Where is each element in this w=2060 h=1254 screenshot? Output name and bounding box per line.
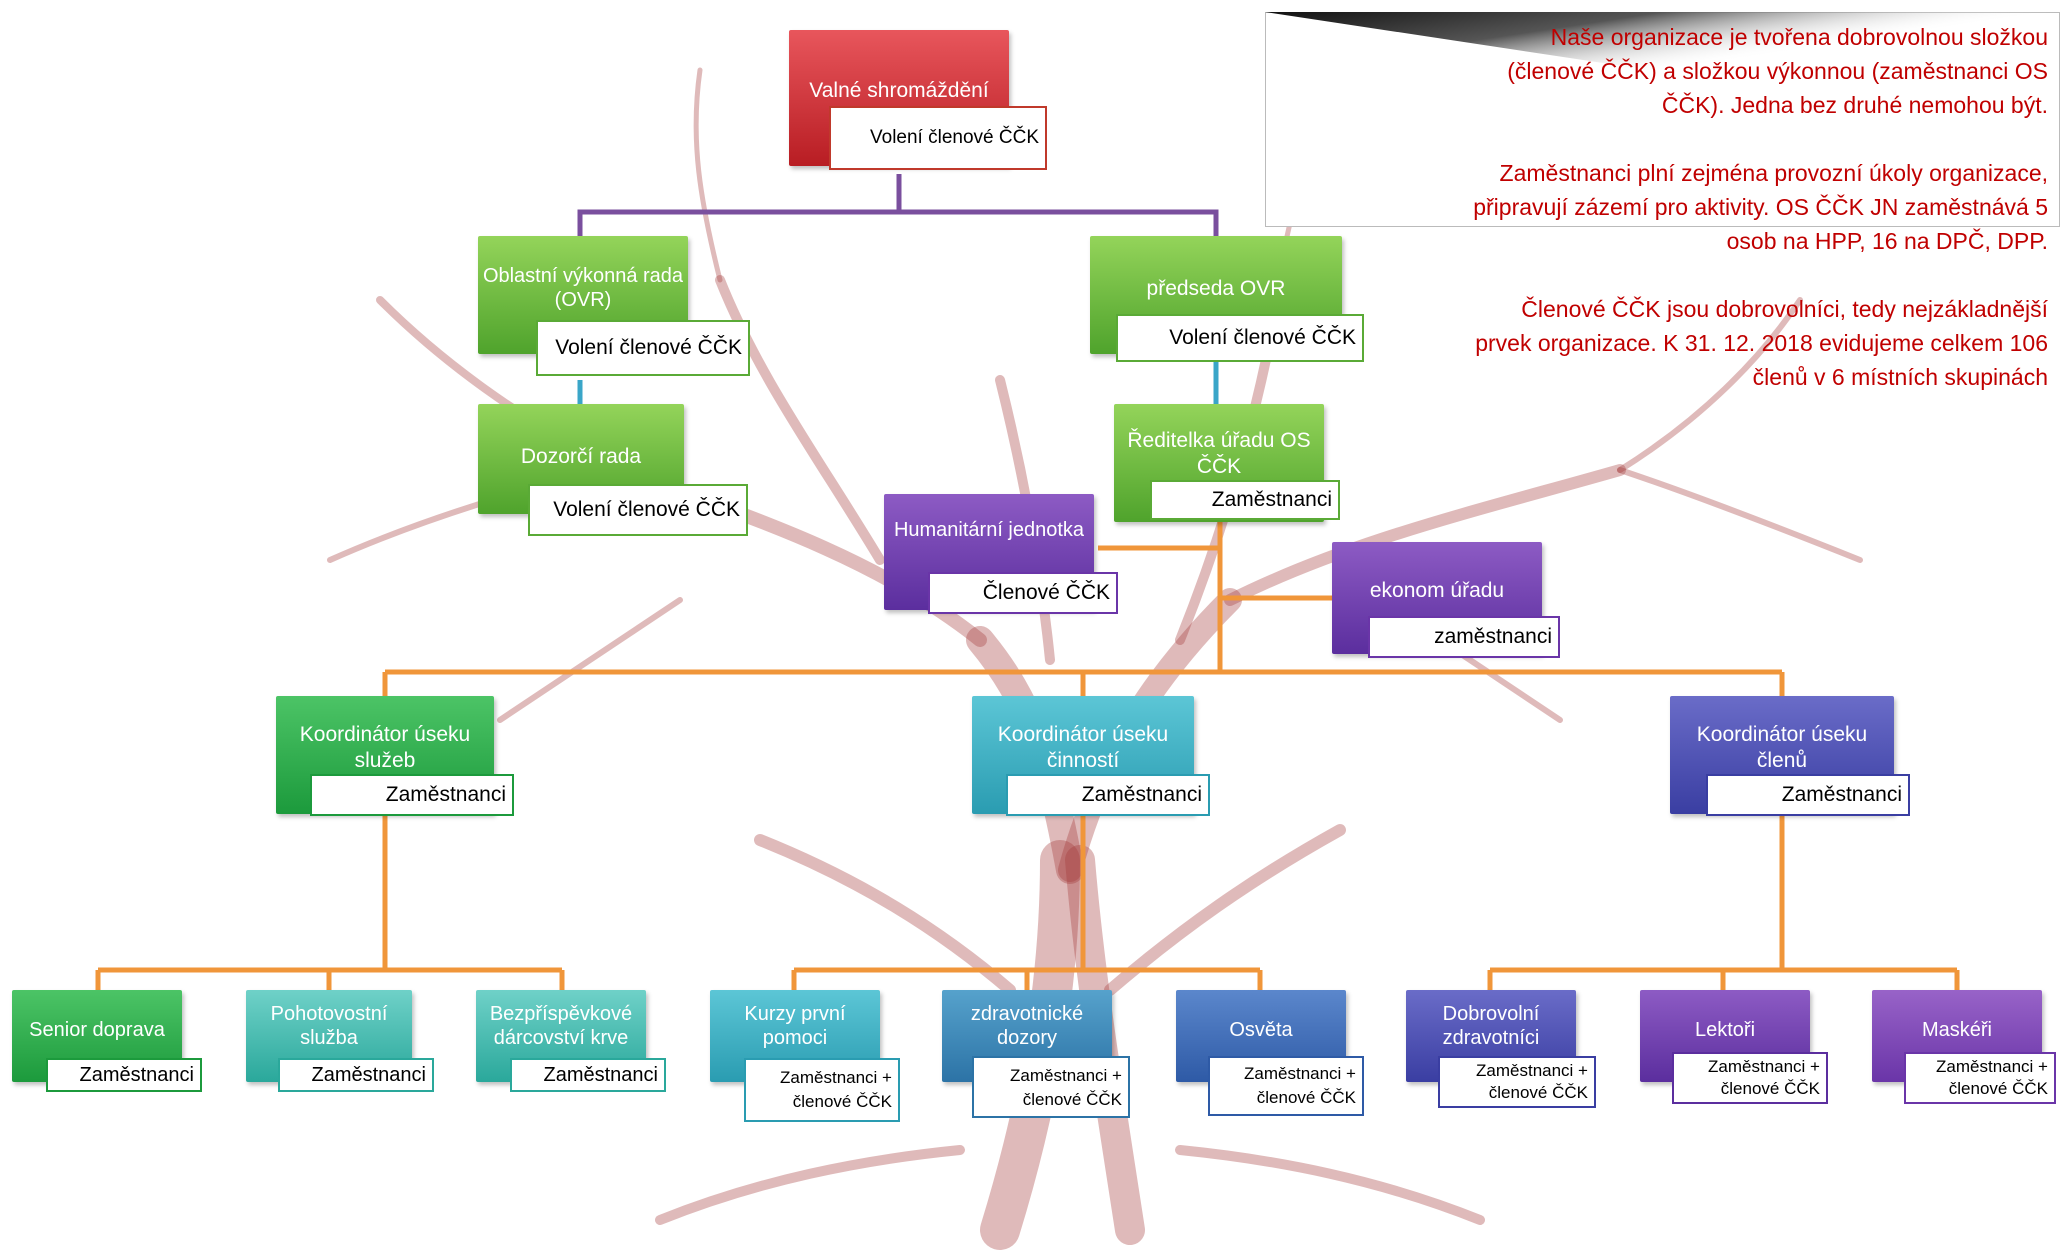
node-title: ekonom úřadu	[1369, 579, 1505, 602]
note-background	[1265, 12, 2060, 227]
node-economist-sub: zaměstnanci	[1368, 616, 1560, 658]
node-chair-sub: Volení členové ČČK	[1116, 314, 1364, 362]
node-title: Maskéři	[1921, 1019, 1992, 1041]
node-lecturers-sub: Zaměstnanci + členové ČČK	[1672, 1052, 1828, 1104]
node-title: Senior doprava	[29, 1019, 165, 1041]
node-title: Lektoři	[1694, 1019, 1756, 1041]
info-note: Naše organizace je tvořena dobrovolnou s…	[1470, 20, 2048, 428]
node-title: Koordinátor úseku služeb	[299, 723, 471, 772]
node-title: Humanitární jednotka	[893, 519, 1085, 541]
node-director-sub: Zaměstnanci	[1150, 480, 1340, 520]
connector-top-to-ovr	[577, 174, 902, 236]
node-medical-supervision-sub: Zaměstnanci + členové ČČK	[972, 1056, 1130, 1118]
node-title: Ředitelka úřadu OS ČČK	[1127, 429, 1311, 478]
node-blood-donation-sub: Zaměstnanci	[510, 1058, 666, 1092]
node-title: Valné shromáždění	[809, 79, 989, 102]
node-title: Kurzy první pomoci	[744, 1003, 846, 1050]
node-title: Dozorčí rada	[520, 445, 642, 468]
node-title: Oblastní výkonná rada (OVR)	[482, 265, 684, 312]
node-senior-transport-sub: Zaměstnanci	[46, 1058, 202, 1092]
node-education-sub: Zaměstnanci + členové ČČK	[1208, 1056, 1364, 1116]
node-title: Koordinátor úseku činností	[997, 723, 1169, 772]
node-coord-services-sub: Zaměstnanci	[310, 774, 514, 816]
node-makeup-artists-sub: Zaměstnanci + členové ČČK	[1904, 1052, 2056, 1104]
node-coord-members-sub: Zaměstnanci	[1706, 774, 1910, 816]
node-title: zdravotnické dozory	[970, 1003, 1084, 1050]
node-coord-activities-sub: Zaměstnanci	[1006, 774, 1210, 816]
note-paragraph-3: Členové ČČK jsou dobrovolníci, tedy nejz…	[1475, 296, 2048, 390]
node-title: Dobrovolní zdravotníci	[1442, 1003, 1540, 1050]
note-paragraph-2: Zaměstnanci plní zejména provozní úkoly …	[1473, 160, 2048, 254]
node-title: Pohotovostní služba	[270, 1003, 388, 1050]
node-title: Bezpříspěvkové dárcovství krve	[489, 1003, 633, 1050]
node-regional-council-sub: Volení členové ČČK	[536, 320, 750, 376]
node-volunteer-medics-sub: Zaměstnanci + členové ČČK	[1438, 1056, 1596, 1108]
node-emergency-service-sub: Zaměstnanci	[278, 1058, 434, 1092]
node-supervisory-board-sub: Volení členové ČČK	[528, 484, 748, 536]
node-title: Osvěta	[1229, 1019, 1293, 1041]
node-first-aid-courses-sub: Zaměstnanci + členové ČČK	[744, 1058, 900, 1122]
node-title: předseda OVR	[1146, 277, 1286, 300]
connector-top-to-chair	[899, 209, 1219, 236]
node-humanitarian-unit-sub: Členové ČČK	[928, 572, 1118, 614]
node-title: Koordinátor úseku členů	[1696, 723, 1868, 772]
node-general-assembly-sub: Volení členové ČČK	[829, 106, 1047, 170]
node-regional-council: Oblastní výkonná rada (OVR)	[478, 236, 688, 354]
note-paragraph-1: Naše organizace je tvořena dobrovolnou s…	[1507, 24, 2048, 118]
